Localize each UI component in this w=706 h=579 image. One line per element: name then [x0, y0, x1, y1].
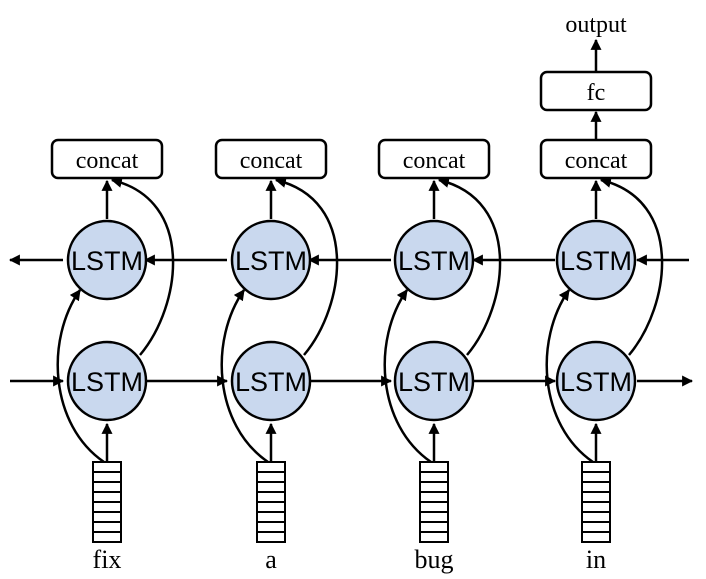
concat-label: concat — [565, 148, 628, 174]
lstm-label: LSTM — [71, 367, 143, 397]
input-to-backward-arrow — [220, 289, 269, 464]
lstm-label: LSTM — [235, 367, 307, 397]
lstm-label: LSTM — [560, 246, 632, 276]
backward-lstm-node — [393, 219, 475, 301]
token-embedding-vector — [581, 461, 611, 543]
token-embedding-vector — [419, 461, 449, 543]
token-embedding-vector — [92, 461, 122, 543]
token-label: fix — [93, 545, 122, 574]
token-label: a — [265, 545, 277, 574]
column-2: concat LSTM LSTM bug — [377, 138, 502, 574]
column-0: concat LSTM LSTM fix — [50, 138, 175, 574]
output-label: output — [565, 12, 627, 38]
lstm-label: LSTM — [235, 246, 307, 276]
concat-box — [50, 138, 164, 180]
forward-lstm-node — [555, 340, 637, 422]
fc-label: fc — [587, 80, 606, 106]
forward-lstm-node — [230, 340, 312, 422]
forward-lstm-node — [66, 340, 148, 422]
lstm-label: LSTM — [71, 246, 143, 276]
forward-to-concat-arrow — [110, 176, 175, 356]
concat-label: concat — [76, 148, 139, 174]
concat-box — [377, 138, 491, 180]
lstm-label: LSTM — [398, 246, 470, 276]
token-label: bug — [415, 545, 454, 574]
column-1: concat LSTM LSTM a — [214, 138, 339, 574]
input-to-backward-arrow — [383, 289, 432, 464]
input-to-backward-arrow — [545, 289, 594, 464]
concat-label: concat — [240, 148, 303, 174]
forward-to-concat-arrow — [274, 176, 339, 356]
forward-to-concat-arrow — [437, 176, 502, 356]
backward-lstm-node — [230, 219, 312, 301]
concat-box — [214, 138, 328, 180]
backward-lstm-node — [555, 219, 637, 301]
forward-lstm-node — [393, 340, 475, 422]
column-3: concat LSTM LSTM in fc output — [539, 12, 664, 574]
token-label: in — [586, 545, 606, 574]
token-embedding-vector — [256, 461, 286, 543]
forward-to-concat-arrow — [599, 176, 664, 356]
backward-lstm-node — [66, 219, 148, 301]
concat-label: concat — [403, 148, 466, 174]
lstm-label: LSTM — [560, 367, 632, 397]
input-to-backward-arrow — [56, 289, 105, 464]
lstm-label: LSTM — [398, 367, 470, 397]
